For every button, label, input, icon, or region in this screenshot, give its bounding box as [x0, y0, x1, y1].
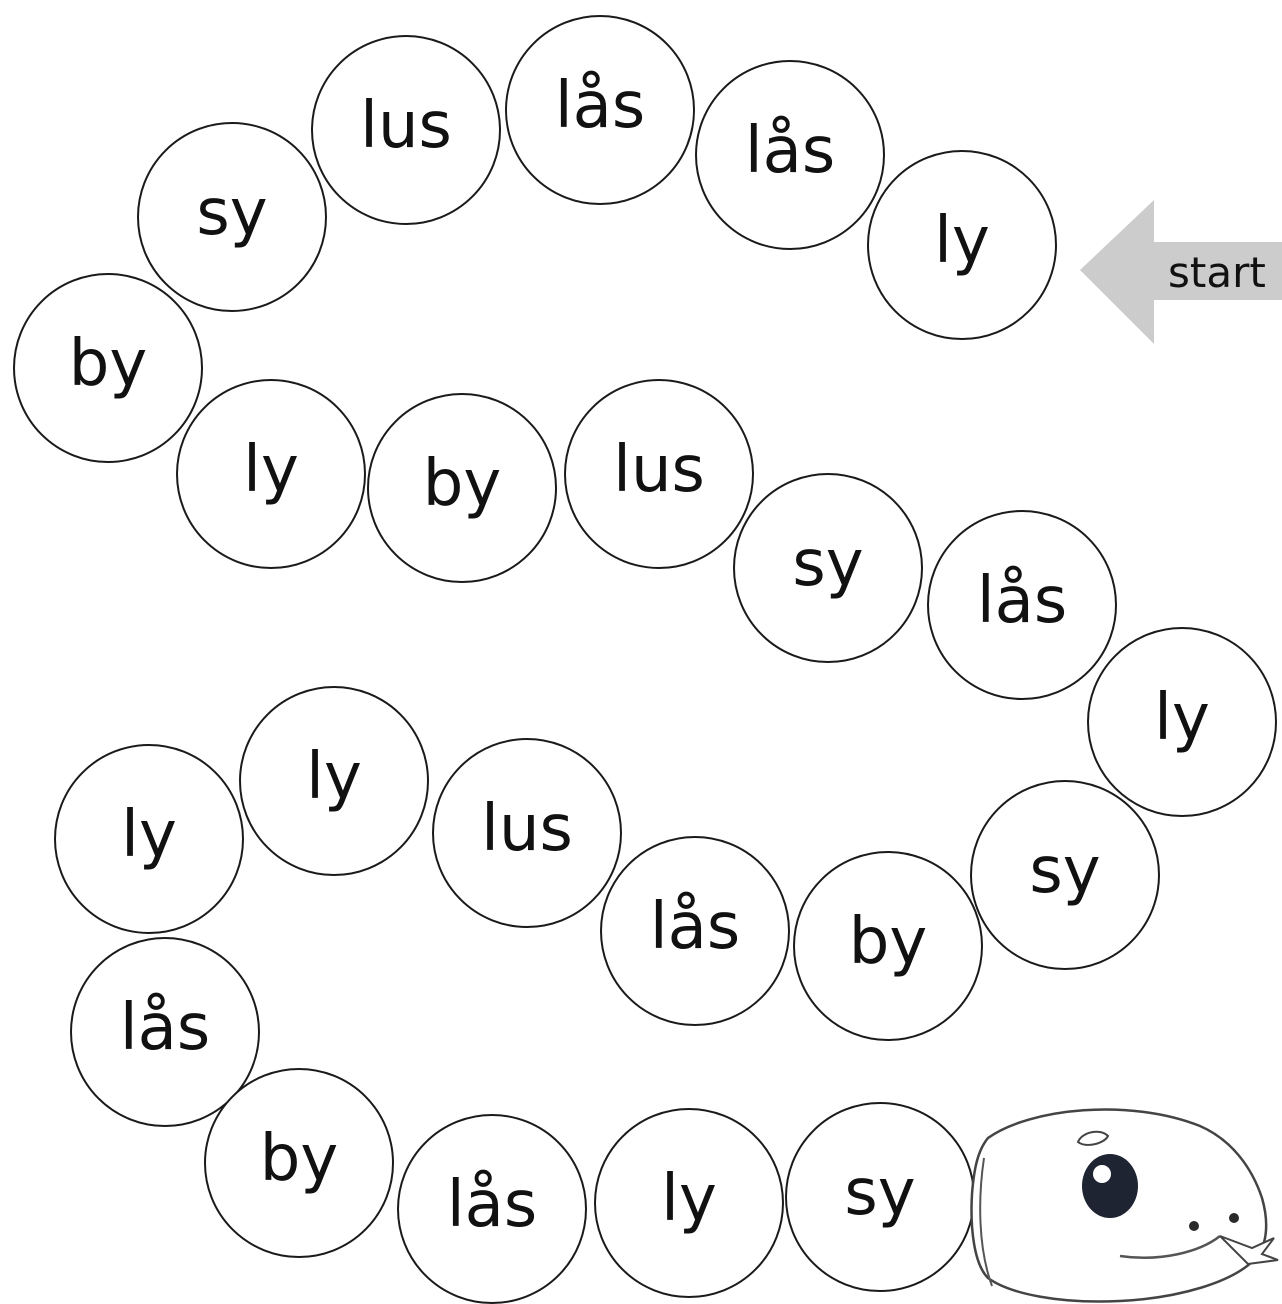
- start-label: start: [1168, 248, 1266, 297]
- word-label: lus: [360, 89, 452, 163]
- word-circle-19[interactable]: lås: [70, 937, 260, 1127]
- word-label: by: [68, 327, 148, 401]
- word-circle-6[interactable]: by: [13, 273, 203, 463]
- word-label: lus: [613, 433, 705, 507]
- word-label: lus: [481, 792, 573, 866]
- word-circle-15[interactable]: lås: [600, 836, 790, 1026]
- word-circle-1[interactable]: ly: [867, 150, 1057, 340]
- word-label: by: [422, 447, 502, 521]
- word-circle-20[interactable]: by: [204, 1068, 394, 1258]
- word-circle-2[interactable]: lås: [695, 60, 885, 250]
- word-circle-12[interactable]: ly: [1087, 627, 1277, 817]
- word-circle-13[interactable]: sy: [970, 780, 1160, 970]
- word-label: lås: [649, 890, 741, 964]
- word-label: lås: [554, 69, 646, 143]
- word-label: ly: [661, 1162, 717, 1236]
- word-circle-21[interactable]: lås: [397, 1114, 587, 1304]
- word-label: ly: [243, 433, 299, 507]
- start-arrow-icon: [1080, 200, 1282, 344]
- word-circle-16[interactable]: lus: [432, 738, 622, 928]
- word-circle-18[interactable]: ly: [54, 744, 244, 934]
- word-circle-3[interactable]: lås: [505, 15, 695, 205]
- word-label: ly: [934, 204, 990, 278]
- word-circle-17[interactable]: ly: [239, 686, 429, 876]
- word-circle-10[interactable]: sy: [733, 473, 923, 663]
- word-label: ly: [306, 740, 362, 814]
- word-label: by: [848, 905, 928, 979]
- word-circle-4[interactable]: lus: [311, 35, 501, 225]
- word-circle-5[interactable]: sy: [137, 122, 327, 312]
- word-circle-14[interactable]: by: [793, 851, 983, 1041]
- word-label: sy: [792, 527, 864, 601]
- word-label: lås: [976, 564, 1068, 638]
- word-label: sy: [844, 1156, 916, 1230]
- word-label: by: [259, 1122, 339, 1196]
- word-circle-7[interactable]: ly: [176, 379, 366, 569]
- word-label: lås: [119, 991, 211, 1065]
- word-circle-22[interactable]: ly: [594, 1108, 784, 1298]
- word-label: lås: [744, 114, 836, 188]
- word-circle-9[interactable]: lus: [564, 379, 754, 569]
- word-label: lås: [446, 1168, 538, 1242]
- word-label: sy: [1029, 834, 1101, 908]
- word-circle-23[interactable]: sy: [785, 1102, 975, 1292]
- word-circle-11[interactable]: lås: [927, 510, 1117, 700]
- word-label: ly: [121, 798, 177, 872]
- word-label: ly: [1154, 681, 1210, 755]
- word-circle-8[interactable]: by: [367, 393, 557, 583]
- snake-head-icon: [970, 1108, 1279, 1303]
- word-label: sy: [196, 176, 268, 250]
